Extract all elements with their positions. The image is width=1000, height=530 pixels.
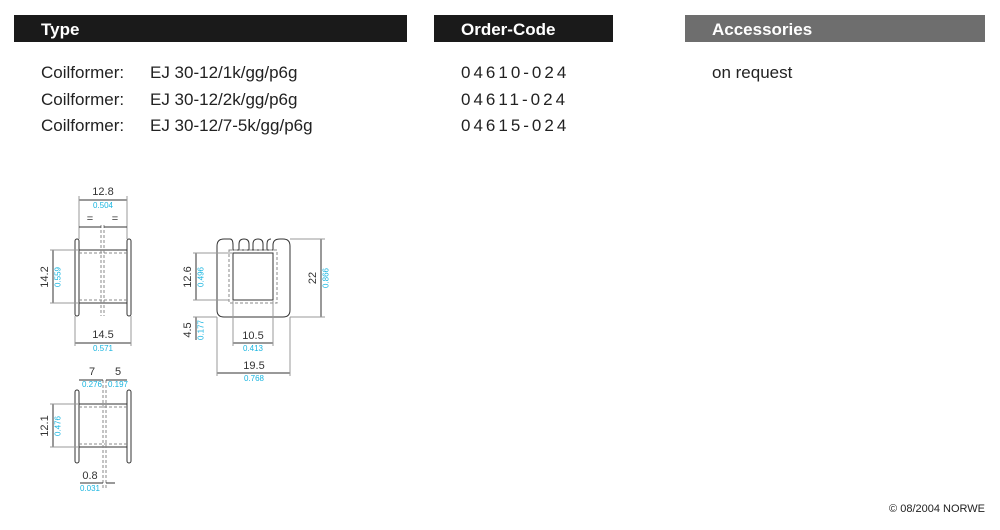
order-code-header: Order-Code <box>434 15 613 42</box>
dim-wall-inch: 0.031 <box>79 484 101 493</box>
equal-mark: = <box>111 213 119 225</box>
dim-offset: 4.5 <box>182 322 194 338</box>
dim-inner-height-inch: 0.496 <box>196 266 206 288</box>
dim-right-part: 5 <box>114 366 122 378</box>
dim-wall: 0.8 <box>82 470 98 482</box>
row-label: Coilformer: <box>41 90 125 109</box>
dim-top-width-inch: 0.504 <box>92 201 114 210</box>
dim-outer-width: 19.5 <box>243 360 265 372</box>
row-part: EJ 30-12/7-5k/gg/p6g <box>150 116 313 135</box>
row-code: 04610-024 <box>461 63 570 82</box>
dim-height-a: 14.2 <box>39 266 51 288</box>
dim-left-part-inch: 0.276 <box>81 380 103 389</box>
dim-height-a-inch: 0.559 <box>53 266 63 288</box>
coilformer-front-view <box>193 238 325 376</box>
coilformer-side-view <box>50 196 132 346</box>
accessories-header: Accessories <box>685 15 985 42</box>
row-code: 04615-024 <box>461 116 570 135</box>
row-part: EJ 30-12/1k/gg/p6g <box>150 63 298 82</box>
dim-flange-width-inch: 0.571 <box>92 344 114 353</box>
dim-height-b: 12.1 <box>39 415 51 437</box>
dim-right-part-inch: 0.197 <box>107 380 129 389</box>
dim-left-part: 7 <box>88 366 96 378</box>
row-part: EJ 30-12/2k/gg/p6g <box>150 90 298 109</box>
dim-offset-inch: 0.177 <box>196 319 206 341</box>
dim-inner-width: 10.5 <box>242 330 264 342</box>
dim-top-width: 12.8 <box>92 186 114 198</box>
dim-inner-height: 12.6 <box>182 266 194 288</box>
type-header: Type <box>14 15 407 42</box>
coilformer-top-view <box>50 379 132 488</box>
dim-flange-width: 14.5 <box>92 329 114 341</box>
dim-inner-width-inch: 0.413 <box>242 344 264 353</box>
row-label: Coilformer: <box>41 116 125 135</box>
copyright-footer: © 08/2004 NORWE <box>889 503 985 515</box>
row-code: 04611-024 <box>461 90 569 109</box>
accessories-text: on request <box>712 63 793 82</box>
dim-outer-height: 22 <box>307 271 319 285</box>
equal-mark: = <box>86 213 94 225</box>
row-label: Coilformer: <box>41 63 125 82</box>
dim-height-b-inch: 0.476 <box>53 415 63 437</box>
dim-outer-height-inch: 0.866 <box>321 267 331 289</box>
dim-outer-width-inch: 0.768 <box>243 374 265 383</box>
